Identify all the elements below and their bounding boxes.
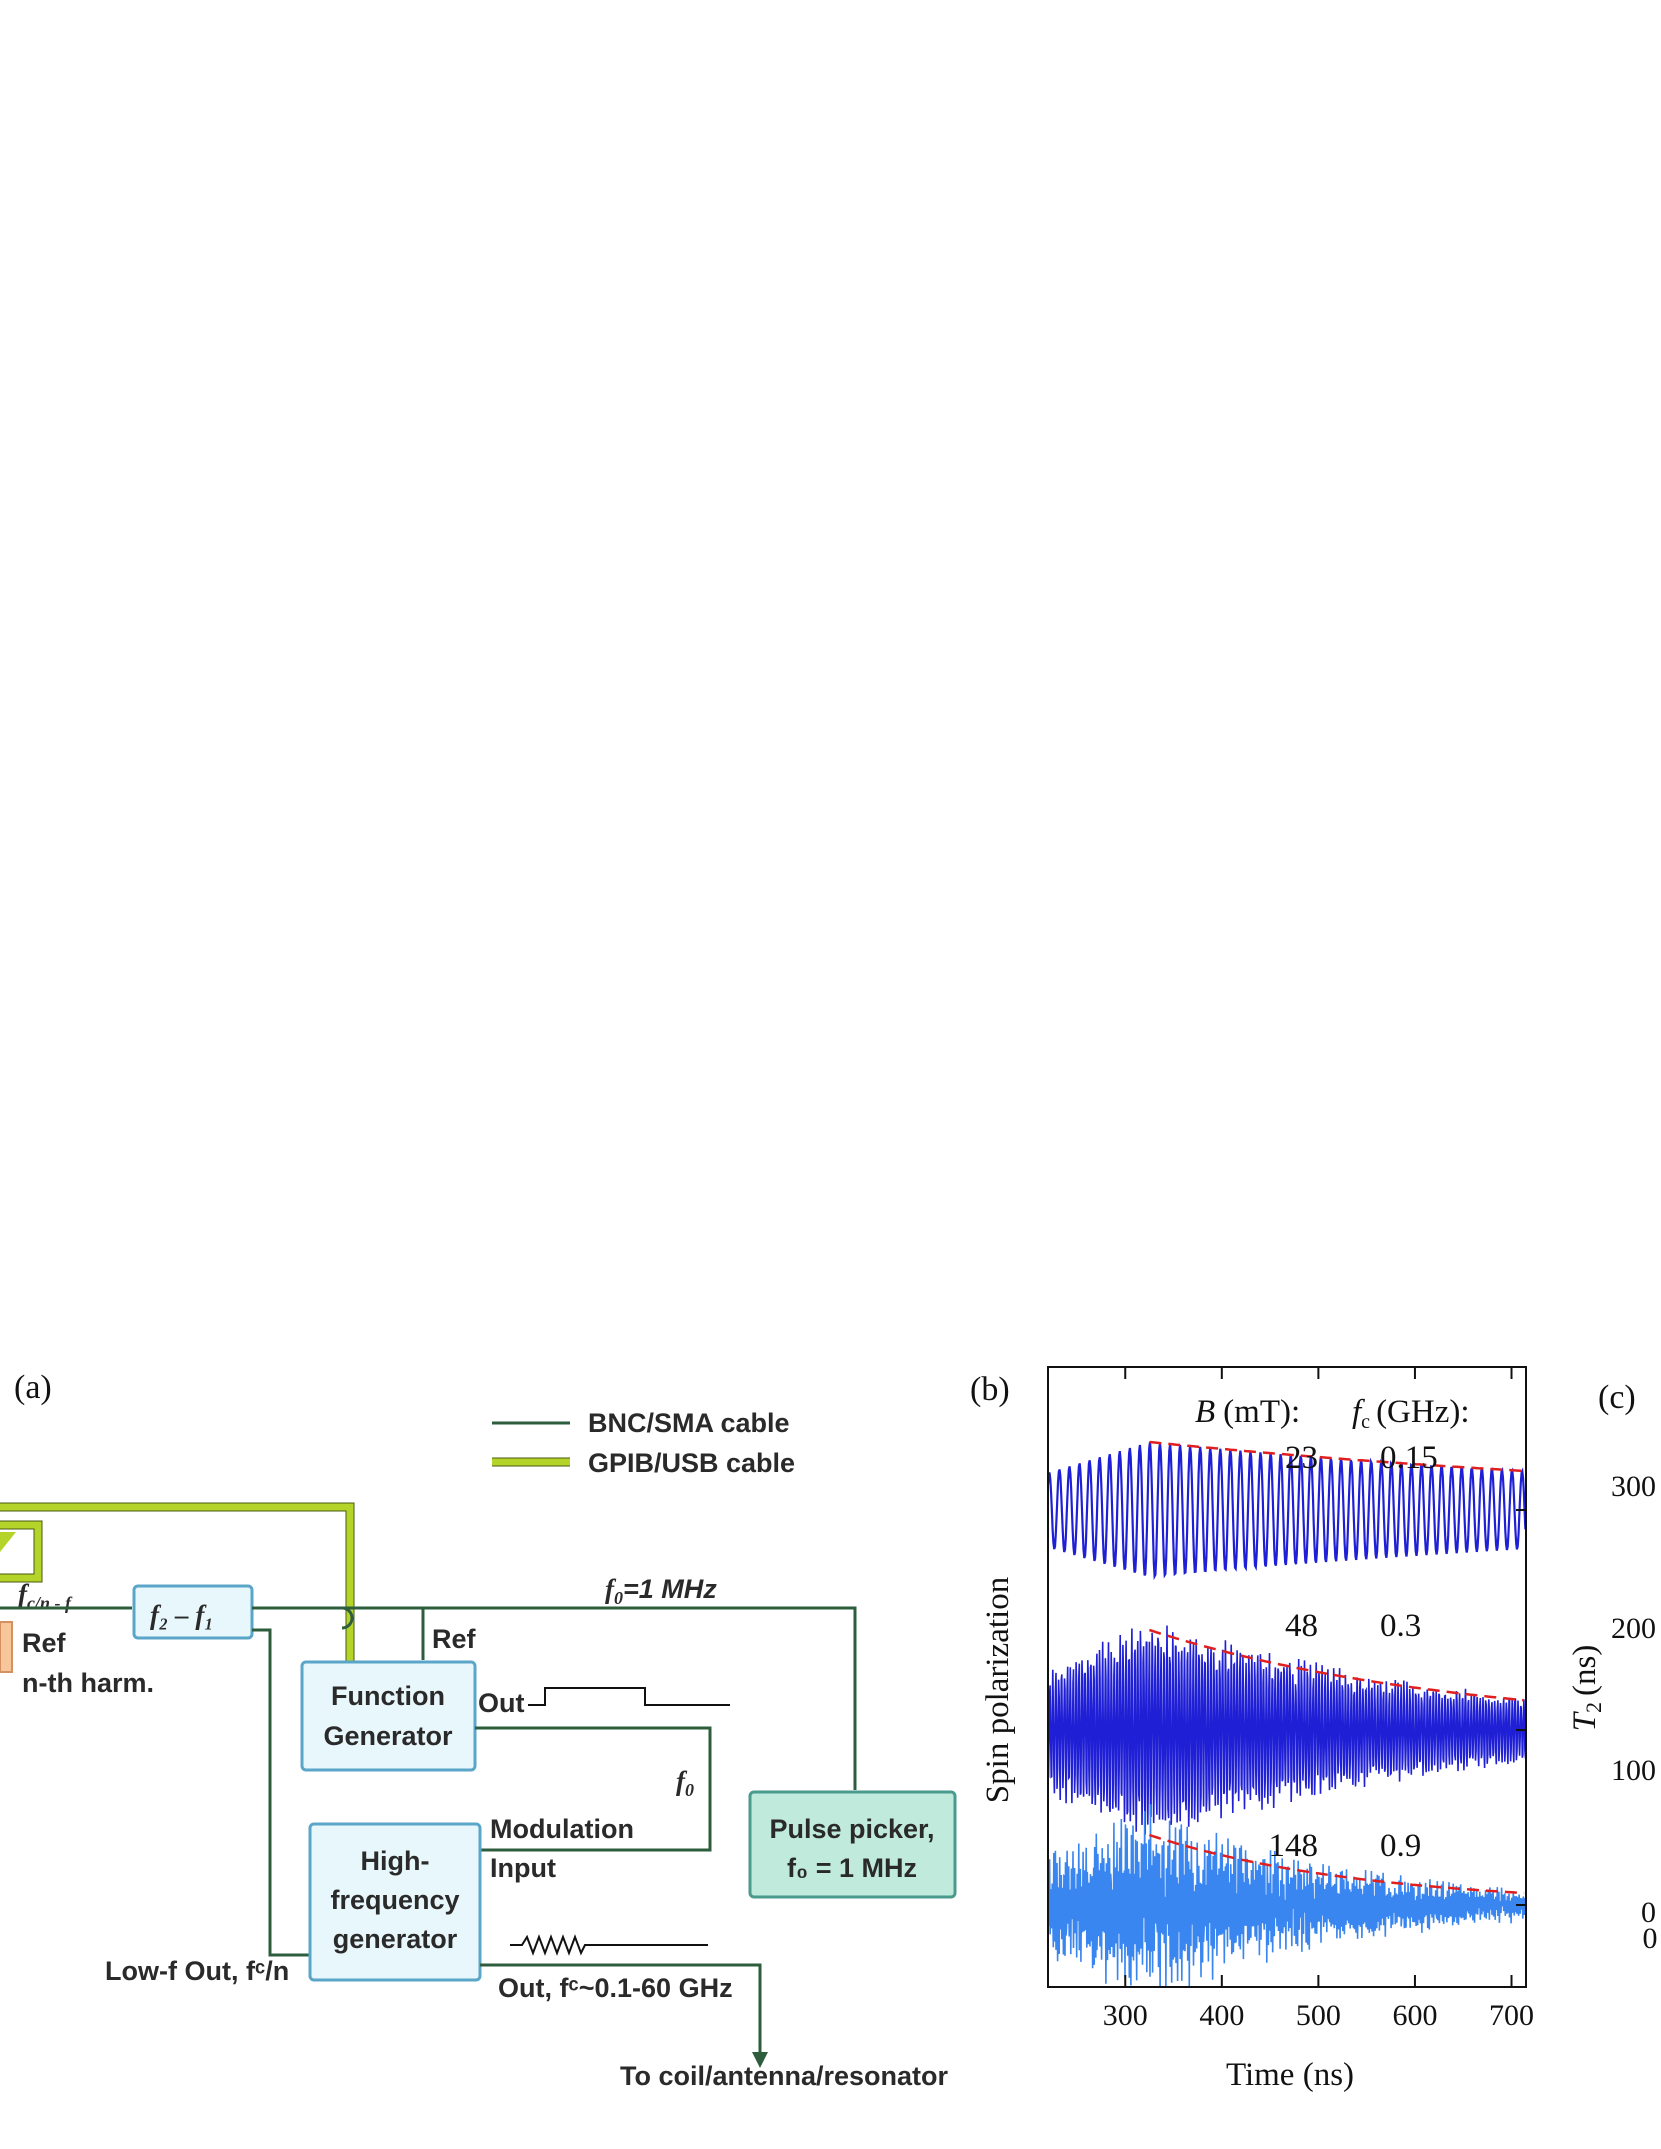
legend-bnc-label: BNC/SMA cable <box>588 1408 790 1438</box>
chart-c-xtick-label: 0 <box>1643 1922 1658 1955</box>
chart-b-series-labels: 23 0.15 48 0.3 148 0.9 <box>1269 1440 1438 1864</box>
low-f-out-label: Low-f Out, fᶜ/n <box>105 1956 289 1986</box>
pulse-shape-icon <box>528 1687 730 1706</box>
hf-generator-line2: frequency <box>330 1885 459 1915</box>
modulation-label: Modulation <box>490 1814 634 1844</box>
chart-b-fit-148 <box>1149 1833 1525 1895</box>
chart-b-series-b-value: 148 <box>1269 1828 1319 1864</box>
panel-label-c: (c) <box>1598 1379 1636 1416</box>
pulse-picker-line1: Pulse picker, <box>769 1814 934 1844</box>
chart-b-series-fc-value: 0.9 <box>1380 1828 1421 1864</box>
f0-cable <box>252 1606 857 1790</box>
chart-b-xtick-label: 700 <box>1489 1999 1534 2032</box>
chart-b-ylabel: Spin polarization <box>980 1577 1016 1803</box>
chart-b-xtick-label: 600 <box>1392 1999 1437 2032</box>
cable-crossover-icon <box>341 1606 354 1630</box>
chart-b-traces <box>1048 1440 1526 1987</box>
chart-b-xtick-label: 400 <box>1199 1999 1244 2032</box>
pulse-picker-line2: f₀ = 1 MHz <box>787 1853 917 1883</box>
f0-mid-label: f0 <box>676 1766 694 1800</box>
difference-label: f₂ – f₁ <box>150 1600 214 1630</box>
chart-b-series-b-value: 48 <box>1285 1608 1318 1644</box>
chart-c-ylabel: T2(ns) <box>1567 1645 1606 1732</box>
nth-harm-label: n-th harm. <box>22 1668 154 1698</box>
chart-b-xlabel: Time (ns) <box>1226 2057 1354 2093</box>
chart-c-ytick-label: 100 <box>1611 1754 1656 1787</box>
lowf-cable <box>252 1628 310 1957</box>
legend-gpib-label: GPIB/USB cable <box>588 1448 795 1478</box>
chart-b-header-fc: fc(GHz): <box>1352 1394 1470 1433</box>
chart-b-xtick-label: 300 <box>1103 1999 1148 2032</box>
chart-b-trace-23 <box>1048 1441 1526 1581</box>
panel-label-b: (b) <box>970 1371 1010 1408</box>
chart-b-series-fc-value: 0.3 <box>1380 1608 1421 1644</box>
chart-b-xtick-label: 500 <box>1296 1999 1341 2032</box>
hf-wave-icon <box>510 1934 708 1956</box>
pulse-picker-box <box>748 1790 957 1899</box>
gpib-arrow-icon <box>0 1532 16 1552</box>
chart-b-fit-23 <box>1149 1440 1525 1473</box>
fg-to-modulation-cable <box>475 1726 712 1852</box>
chart-b-ticks: 300 400 500 600 700 <box>1103 1367 1534 2032</box>
f0-label: f0=1 MHz <box>605 1574 717 1608</box>
chart-c-ytick-label: 300 <box>1611 1470 1656 1503</box>
ref-label: Ref <box>22 1628 67 1658</box>
chart-c-ytick-label: 200 <box>1611 1612 1656 1645</box>
difference-box <box>132 1584 254 1640</box>
chart-b-header-b: B(mT): <box>1195 1394 1300 1430</box>
chart-b-trace-148 <box>1048 1804 1526 1987</box>
hf-generator-line3: generator <box>333 1924 458 1954</box>
function-generator-line2: Generator <box>323 1721 453 1751</box>
hf-generator-line1: High- <box>361 1846 430 1876</box>
chart-b-fit-48 <box>1149 1628 1525 1702</box>
chart-c: 300 200 100 00 T2(ns) <box>1567 1470 1658 1955</box>
gpib-loop <box>0 1503 354 1640</box>
hf-out-cable <box>480 1963 762 2060</box>
function-generator-line1: Function <box>331 1681 445 1711</box>
panel-label-a: (a) <box>14 1369 52 1406</box>
hf-generator-box <box>308 1822 482 1982</box>
to-coil-label: To coil/antenna/resonator <box>620 2061 949 2091</box>
lockin-box <box>0 1621 13 1673</box>
fg-ref-label: Ref <box>432 1624 477 1654</box>
chart-b: 300 400 500 600 700 23 0.15 48 0.3 148 0.9 B(mT):… <box>980 1366 1534 2093</box>
chart-b-series-b-value: 23 <box>1285 1440 1318 1476</box>
chart-c-ticks: 300 200 100 00 <box>1611 1470 1658 1955</box>
gpib-box-left <box>0 1521 42 1582</box>
function-generator-box <box>300 1660 477 1772</box>
fg-out-label: Out <box>478 1688 525 1718</box>
chart-b-frame <box>1047 1366 1527 1988</box>
chart-b-series-fc-value: 0.15 <box>1380 1440 1438 1476</box>
chart-b-trace-48 <box>1048 1625 1526 1835</box>
arrow-down-icon <box>752 2052 768 2068</box>
chart-c-ytick-label: 0 <box>1641 1896 1656 1929</box>
hf-out-label: Out, fᶜ~0.1-60 GHz <box>498 1973 733 2003</box>
input-label: Input <box>490 1853 556 1883</box>
